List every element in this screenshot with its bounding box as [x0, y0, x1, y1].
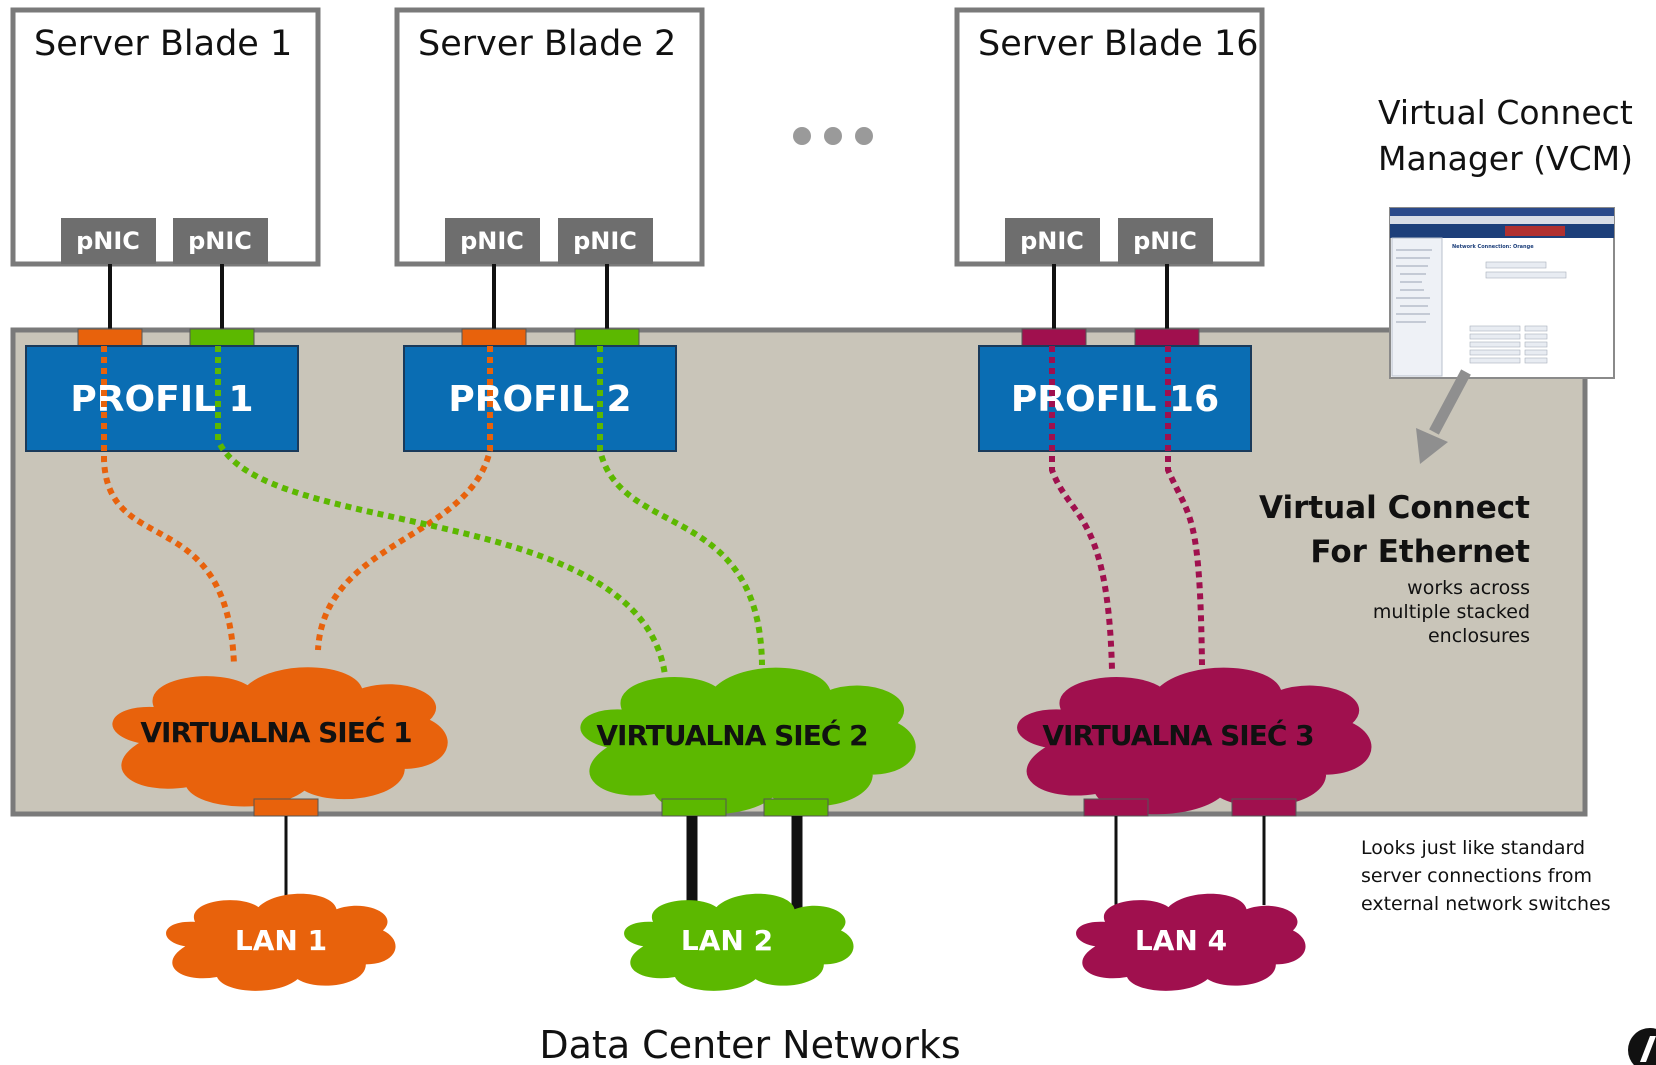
pnic-16b-label: pNIC	[1133, 227, 1197, 255]
pnic-links	[108, 264, 1169, 330]
lan-2[interactable]: LAN 2	[624, 893, 854, 991]
virtual-links	[101, 346, 1205, 676]
virtual-network-2-label: VIRTUALNA SIEĆ 2	[596, 718, 867, 752]
virtual-network-1[interactable]: VIRTUALNA SIEĆ 1	[115, 668, 446, 805]
profile-1[interactable]: PROFIL 1	[25, 345, 299, 452]
virtual-network-1-label: VIRTUALNA SIEĆ 1	[140, 715, 411, 749]
vcm-label-line2: Manager (VCM)	[1378, 139, 1633, 178]
virtual-network-2[interactable]: VIRTUALNA SIEĆ 2	[583, 669, 914, 814]
lan-2-label: LAN 2	[681, 924, 773, 957]
profile-2-label: PROFIL 2	[448, 379, 631, 420]
uplink-cables	[284, 816, 1266, 910]
pnic-1b-label: pNIC	[188, 227, 252, 255]
pnic-2b	[558, 218, 653, 264]
side-note-line1: Looks just like standard	[1361, 837, 1585, 859]
profile-16-label: PROFIL 16	[1011, 379, 1219, 420]
vce-note-line1: works across	[1407, 577, 1530, 599]
pnic-16a-label: pNIC	[1020, 227, 1084, 255]
server-blade-16-title: Server Blade 16	[978, 24, 1259, 64]
pnic-2b-label: pNIC	[573, 227, 637, 255]
side-note-line2: server connections from	[1361, 865, 1592, 887]
lan-1-label: LAN 1	[235, 924, 327, 957]
lan-4[interactable]: LAN 4	[1076, 893, 1306, 991]
uplink-ports	[253, 798, 1297, 817]
virtual-network-3-label: VIRTUALNA SIEĆ 3	[1042, 718, 1313, 752]
pnic-16a	[1005, 218, 1100, 264]
profile-ports	[77, 328, 1200, 347]
vce-note-line2: multiple stacked	[1373, 601, 1530, 623]
pnic-2a	[445, 218, 540, 264]
vcm-screenshot-thumbnail[interactable]: Network Connection: Orange	[1389, 207, 1615, 379]
pnic-1a-label: pNIC	[76, 227, 140, 255]
lan-1[interactable]: LAN 1	[166, 893, 396, 991]
side-note-line3: external network switches	[1361, 893, 1611, 915]
vce-title-line2: For Ethernet	[1310, 534, 1530, 570]
server-blade-16[interactable]: Server Blade 16 pNIC pNIC	[954, 7, 1265, 267]
pnic-1b	[173, 218, 268, 264]
virtual-network-3[interactable]: VIRTUALNA SIEĆ 3	[1019, 669, 1369, 814]
pnic-16b	[1118, 218, 1213, 264]
vcm-arrow-icon	[1416, 369, 1471, 464]
vce-note-line3: enclosures	[1428, 625, 1530, 647]
vcm-label-line1: Virtual Connect	[1378, 93, 1633, 132]
profile-2[interactable]: PROFIL 2	[403, 345, 677, 452]
profile-1-label: PROFIL 1	[70, 379, 253, 420]
pnic-2a-label: pNIC	[460, 227, 524, 255]
profile-16[interactable]: PROFIL 16	[978, 345, 1252, 452]
server-blade-1[interactable]: Server Blade 1 pNIC pNIC	[10, 7, 321, 267]
vcm-screenshot-heading: Network Connection: Orange	[1452, 244, 1534, 250]
lan-4-label: LAN 4	[1135, 924, 1227, 957]
server-blade-2[interactable]: Server Blade 2 pNIC pNIC	[394, 7, 705, 267]
footer-title: Data Center Networks	[539, 1023, 960, 1065]
server-blade-1-title: Server Blade 1	[34, 24, 292, 64]
vce-title-line1: Virtual Connect	[1259, 490, 1530, 526]
ellipsis-icon	[793, 127, 873, 145]
logo-icon	[1628, 1028, 1656, 1065]
pnic-1a	[61, 218, 156, 264]
server-blade-2-title: Server Blade 2	[418, 24, 676, 64]
